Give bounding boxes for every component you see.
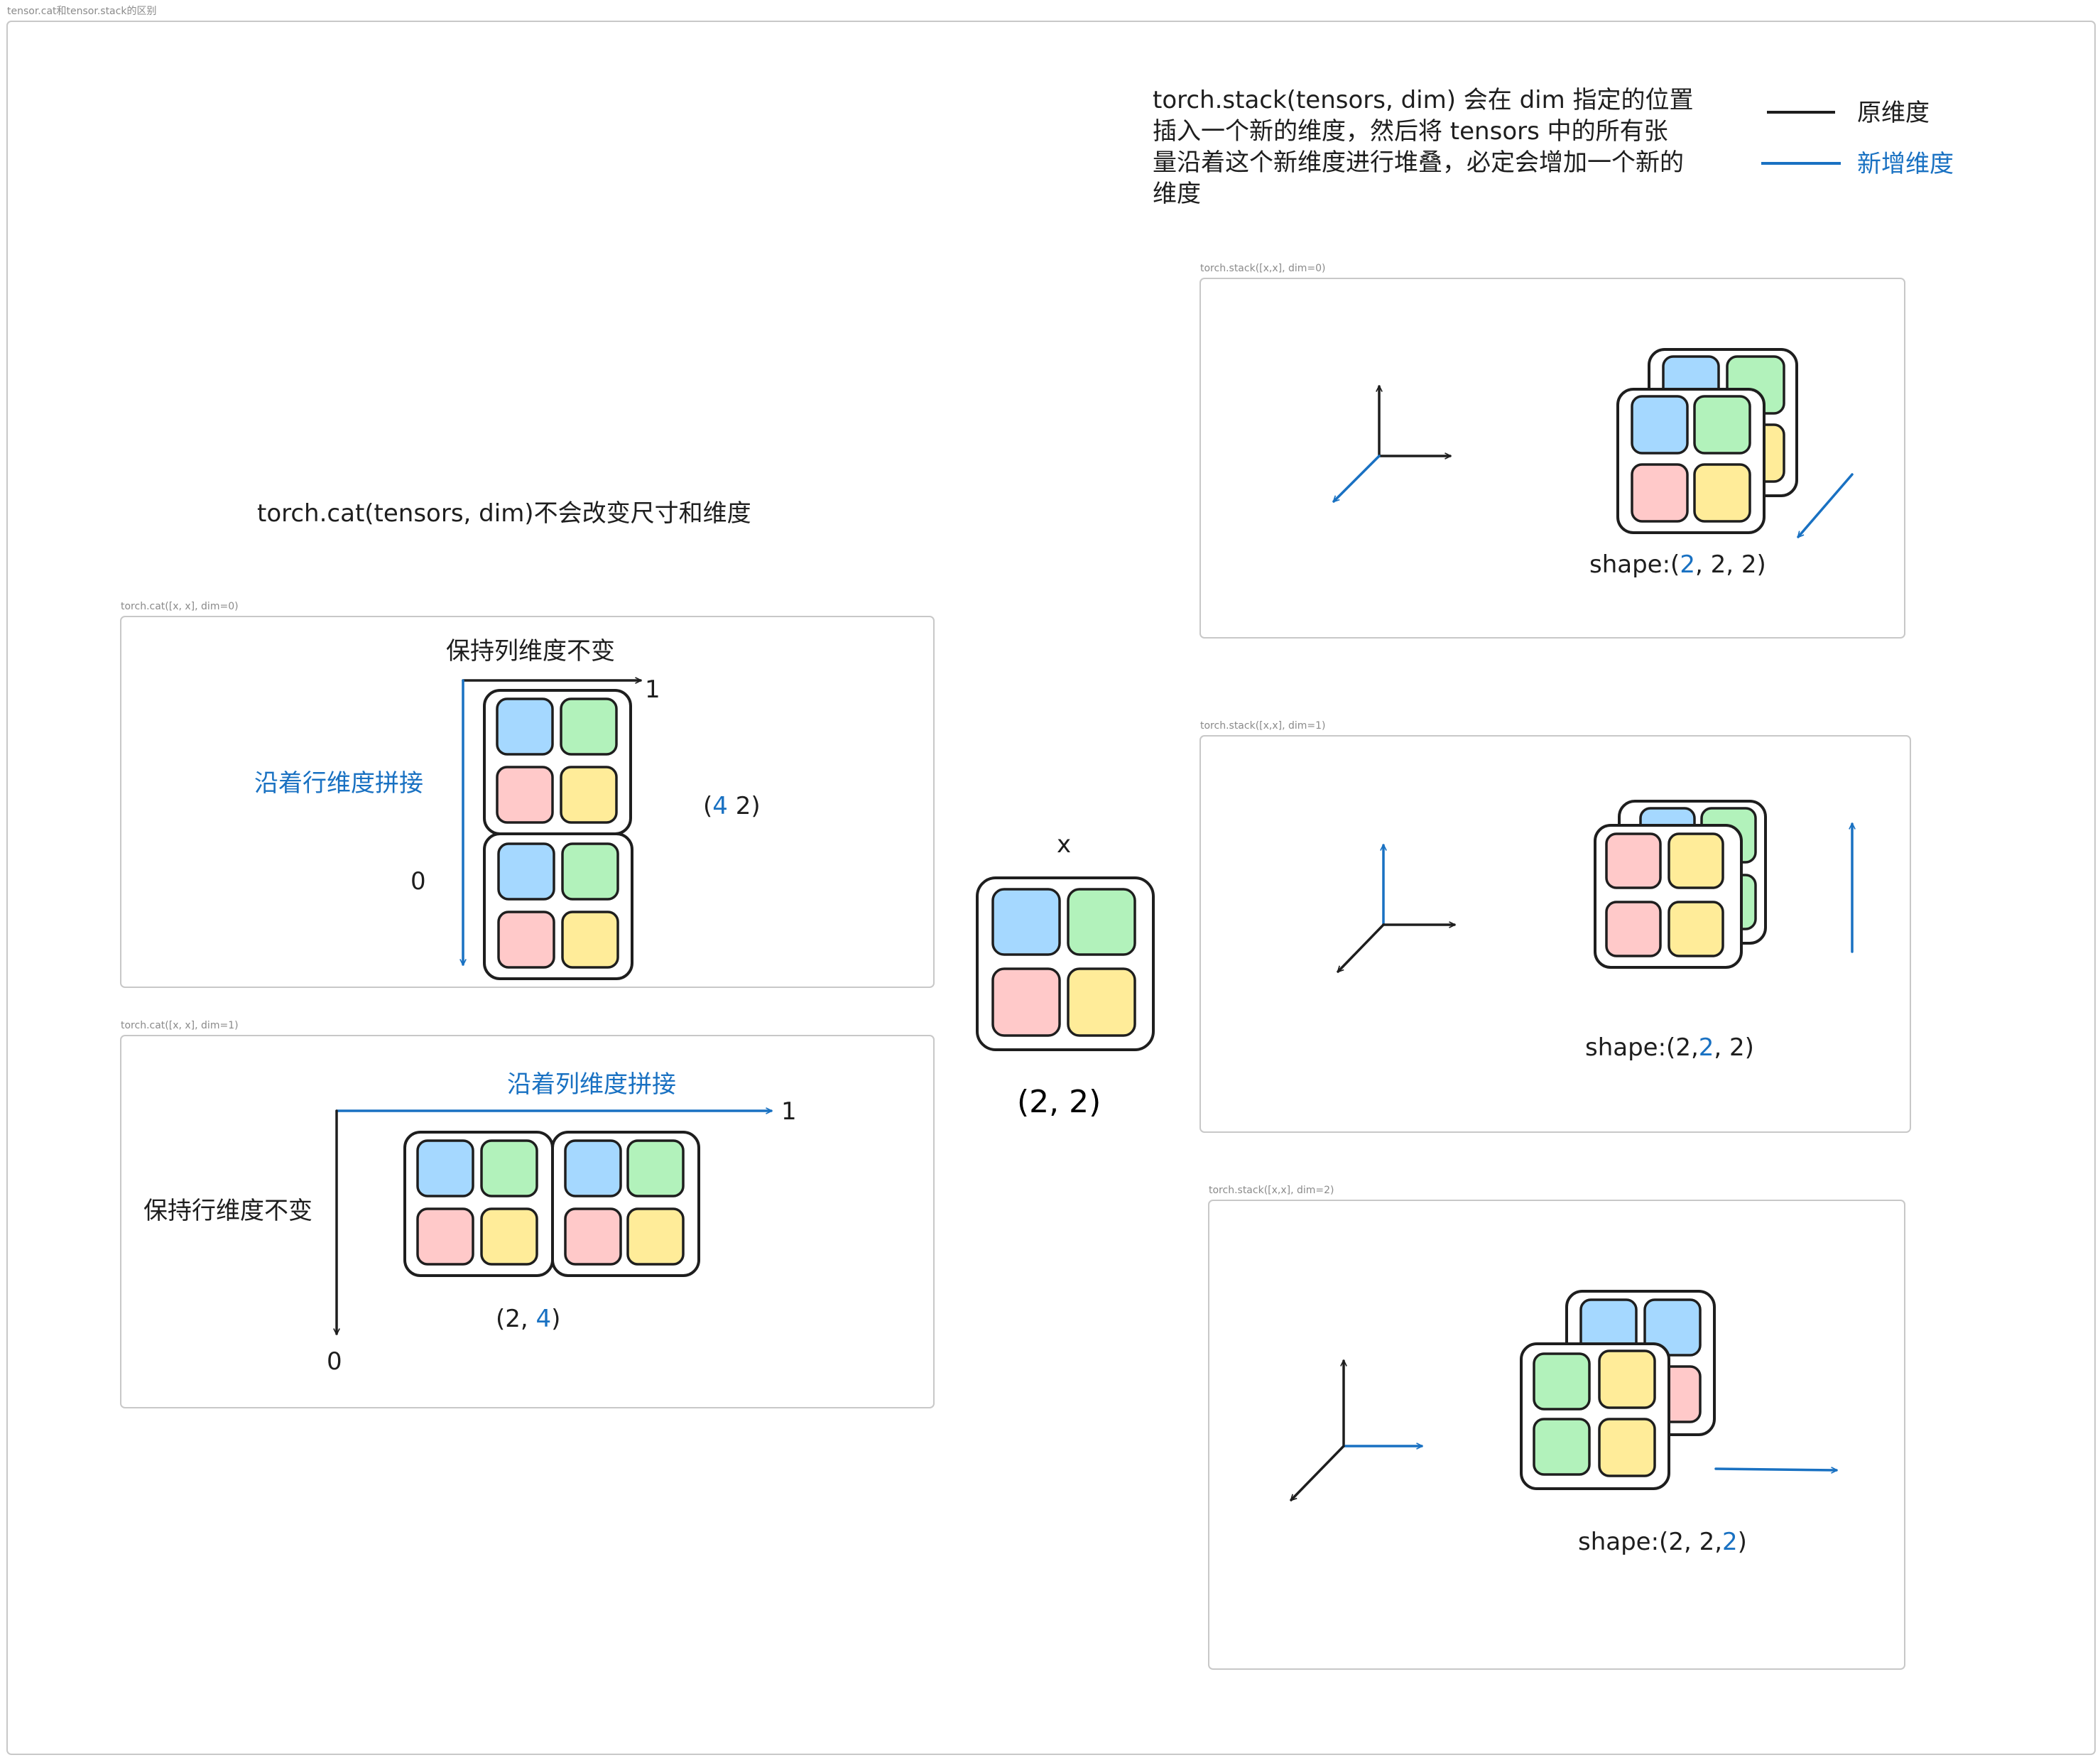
tensor-front bbox=[1520, 1342, 1670, 1490]
stack-dim0-frame[interactable]: torch.stack([x,x], dim=0) shape:(2, 2, 2… bbox=[1199, 263, 1905, 639]
cat-dim1-frame-label: torch.cat([x, x], dim=1) bbox=[121, 1020, 239, 1031]
cell-yellow bbox=[480, 1207, 538, 1266]
axis-0-label: 0 bbox=[327, 1347, 342, 1376]
cell-yellow bbox=[560, 766, 618, 824]
canvas-title: tensor.cat和tensor.stack的区别 bbox=[7, 6, 156, 17]
stack-dim1-frame[interactable]: torch.stack([x,x], dim=1) shape:(2,2, 2) bbox=[1199, 720, 1911, 1133]
center-tensor: x (2, 2) bbox=[976, 830, 1155, 1120]
cell-yellow bbox=[1067, 967, 1136, 1037]
cell-green bbox=[1067, 888, 1136, 956]
cat-dim0-frame[interactable]: torch.cat([x, x], dim=0) 保持列维度不变 沿着行维度拼接… bbox=[120, 601, 935, 988]
axis-1-label: 1 bbox=[781, 1097, 797, 1126]
axes-3d bbox=[1338, 844, 1456, 972]
tensor-block-right bbox=[551, 1131, 700, 1277]
tensor-front bbox=[1594, 824, 1743, 969]
stack-description: torch.stack(tensors, dim) 会在 dim 指定的位置 插… bbox=[1153, 86, 1694, 208]
cell-red bbox=[496, 766, 554, 824]
cell-yellow bbox=[561, 911, 619, 969]
stack-dim2-frame[interactable]: torch.stack([x,x], dim=2) shape:(2, 2,2) bbox=[1208, 1185, 1905, 1670]
row-keep-label: 保持行维度不变 bbox=[143, 1197, 312, 1225]
axis-0-label: 0 bbox=[410, 867, 426, 896]
axes-3d bbox=[1334, 385, 1452, 501]
cell-green bbox=[480, 1139, 538, 1197]
cell-green bbox=[626, 1139, 685, 1197]
cell-red bbox=[416, 1207, 474, 1266]
cell-green bbox=[560, 697, 618, 756]
tensor-block-left bbox=[403, 1131, 554, 1277]
center-tensor-label: x bbox=[1057, 830, 1071, 859]
cell-blue bbox=[497, 842, 555, 901]
tensor-block-bottom bbox=[483, 832, 633, 980]
tensor-block-top bbox=[483, 689, 632, 835]
stack2-shape: shape:(2, 2,2) bbox=[1578, 1528, 1747, 1556]
axes-3d bbox=[1291, 1359, 1423, 1500]
stack-dim0-frame-box bbox=[1199, 278, 1905, 639]
stack-description-line-2: 插入一个新的维度，然后将 tensors 中的所有张 bbox=[1153, 117, 1668, 146]
axis-1-label: 1 bbox=[645, 675, 660, 704]
col-keep-label: 保持列维度不变 bbox=[446, 637, 615, 666]
cat-description: torch.cat(tensors, dim)不会改变尺寸和维度 bbox=[257, 499, 751, 528]
cell-red bbox=[497, 911, 555, 969]
stack-dim2-frame-label: torch.stack([x,x], dim=2) bbox=[1209, 1185, 1334, 1196]
cell-red bbox=[564, 1207, 622, 1266]
cell-blue bbox=[496, 697, 554, 756]
cell-blue bbox=[416, 1139, 474, 1197]
cat-dim1-frame[interactable]: torch.cat([x, x], dim=1) 沿着列维度拼接 1 0 保持行… bbox=[120, 1020, 935, 1408]
stack-description-line-4: 维度 bbox=[1153, 180, 1201, 208]
stack-description-line-3: 量沿着这个新维度进行堆叠，必定会增加一个新的 bbox=[1153, 148, 1684, 177]
stack-dim1-frame-box bbox=[1199, 735, 1911, 1133]
stack-dim0-frame-label: torch.stack([x,x], dim=0) bbox=[1200, 263, 1326, 274]
cell-red bbox=[991, 967, 1061, 1037]
stack-dim1-frame-label: torch.stack([x,x], dim=1) bbox=[1200, 720, 1326, 732]
new-dim-arrow bbox=[1714, 1469, 1838, 1470]
cell-yellow bbox=[626, 1207, 685, 1266]
cell-blue bbox=[564, 1139, 622, 1197]
row-concat-label: 沿着行维度拼接 bbox=[254, 769, 423, 798]
new-dim-arrow bbox=[1798, 473, 1854, 537]
stack1-shape: shape:(2,2, 2) bbox=[1585, 1033, 1754, 1062]
legend-original-label: 原维度 bbox=[1857, 99, 1930, 127]
legend-new-label: 新增维度 bbox=[1857, 150, 1954, 178]
center-tensor-shape: (2, 2) bbox=[1017, 1084, 1101, 1120]
stack-description-line-1: torch.stack(tensors, dim) 会在 dim 指定的位置 bbox=[1153, 86, 1694, 114]
stack0-shape: shape:(2, 2, 2) bbox=[1589, 550, 1766, 579]
cell-blue bbox=[991, 888, 1061, 956]
cat0-shape: (4 2) bbox=[703, 792, 761, 820]
cell-green bbox=[561, 842, 619, 901]
cat-dim0-frame-label: torch.cat([x, x], dim=0) bbox=[121, 601, 239, 612]
legend: 原维度 新增维度 bbox=[1761, 99, 1954, 178]
cat1-shape: (2, 4) bbox=[496, 1305, 560, 1333]
col-concat-label: 沿着列维度拼接 bbox=[507, 1070, 676, 1099]
tensor-front bbox=[1616, 388, 1766, 534]
